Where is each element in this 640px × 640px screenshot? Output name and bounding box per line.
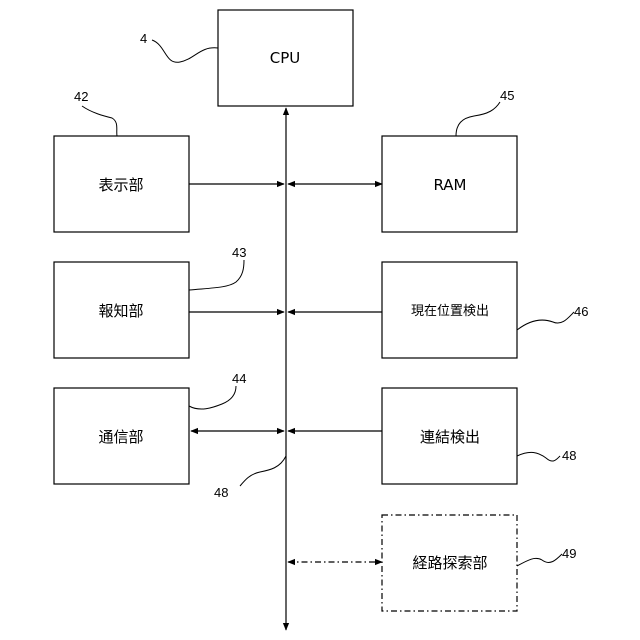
notify-ref: 43 xyxy=(232,245,246,260)
display-unit-block: 表示部 xyxy=(54,136,189,232)
display-ref: 42 xyxy=(74,89,88,104)
route-ref-leader xyxy=(517,554,562,566)
cpu-ref: 4 xyxy=(140,31,147,46)
cpu-ref-leader xyxy=(152,40,218,62)
position-detect-block: 現在位置検出 xyxy=(382,262,517,358)
position-ref-leader xyxy=(517,312,574,330)
comm-ref: 44 xyxy=(232,371,246,386)
comm-unit-block: 通信部 xyxy=(54,388,189,484)
bus-ref-leader xyxy=(240,456,286,486)
ram-ref: 45 xyxy=(500,88,514,103)
route-search-label: 経路探索部 xyxy=(412,554,487,572)
position-ref: 46 xyxy=(574,304,588,319)
route-search-block: 経路探索部 xyxy=(382,515,517,611)
ram-label: RAM xyxy=(433,176,466,194)
position-detect-label: 現在位置検出 xyxy=(411,304,489,319)
notify-unit-label: 報知部 xyxy=(98,302,143,320)
display-unit-label: 表示部 xyxy=(98,176,143,194)
comm-ref-leader xyxy=(189,386,236,409)
display-ref-leader xyxy=(82,106,117,136)
ram-block: RAM xyxy=(382,136,517,232)
connect-ref-leader xyxy=(517,452,560,461)
connect-ref: 48 xyxy=(562,448,576,463)
notify-ref-leader xyxy=(189,260,244,290)
connect-detect-block: 連結検出 xyxy=(382,388,517,484)
notify-unit-block: 報知部 xyxy=(54,262,189,358)
comm-unit-label: 通信部 xyxy=(98,428,143,446)
connect-detect-label: 連結検出 xyxy=(420,428,480,446)
ram-ref-leader xyxy=(456,102,500,136)
cpu-block: CPU xyxy=(218,10,353,106)
cpu-label: CPU xyxy=(270,49,301,67)
route-ref: 49 xyxy=(562,546,576,561)
bus-ref: 48 xyxy=(214,485,228,500)
